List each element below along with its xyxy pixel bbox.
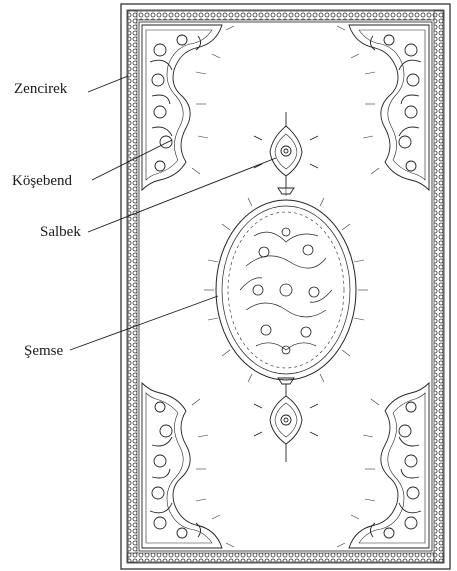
inner-frame <box>139 22 432 551</box>
kosebend-bottom-right <box>349 383 429 548</box>
label-salbek: Salbek <box>40 225 81 240</box>
leader-line-zencirek <box>88 76 128 92</box>
kosebend-bottom-left <box>142 383 222 548</box>
zencirek-chain-border <box>128 11 443 562</box>
label-kosebend: Köşebend <box>12 174 72 189</box>
salbek-top <box>254 112 318 194</box>
label-semse: Şemse <box>24 344 63 359</box>
semse-medallion <box>216 200 356 380</box>
label-zencirek: Zencirek <box>14 82 67 97</box>
leader-line-salbek <box>88 158 276 232</box>
kosebend-top-left <box>142 25 222 190</box>
corner-rays <box>192 26 379 547</box>
semse-rays <box>204 188 368 382</box>
leader-lines <box>70 76 276 350</box>
leader-line-semse <box>70 296 218 350</box>
kosebend-top-right <box>349 25 429 190</box>
salbek-bottom <box>254 378 318 462</box>
